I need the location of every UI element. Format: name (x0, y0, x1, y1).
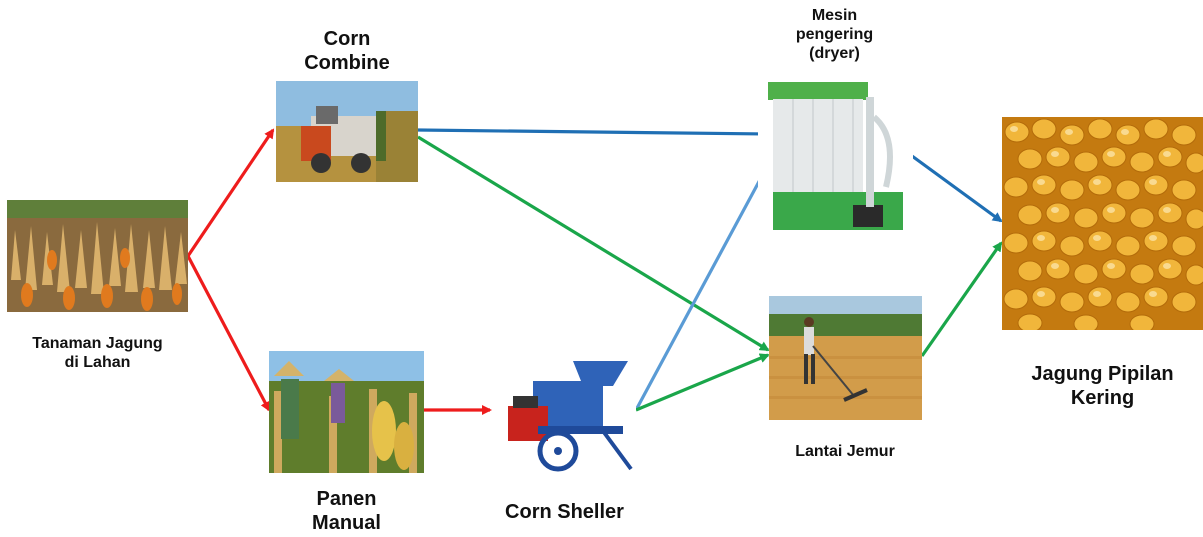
label-manual: Panen Manual (312, 488, 381, 534)
label-combine: Corn Combine (304, 28, 390, 74)
arrow-sheller-to-floor (635, 353, 770, 412)
arrow-combine-to-floor (417, 135, 770, 352)
arrow-sheller-to-dryer (634, 161, 771, 411)
label-sheller: Corn Sheller (505, 501, 624, 523)
arrow-field-to-combine (186, 128, 275, 257)
arrow-combine-to-dryer (417, 128, 770, 139)
corn-sheller-image (493, 351, 636, 473)
corn-kernels-image (1002, 117, 1203, 330)
arrow-floor-to-kernels (920, 241, 1003, 357)
label-floor: Lantai Jemur (795, 443, 895, 460)
label-dryer: Mesin pengering (dryer) (795, 7, 874, 62)
dryer-image (758, 77, 913, 235)
corn-field-image (7, 200, 188, 312)
manual-harvest-image (269, 351, 424, 473)
label-kernels: Jagung Pipilan Kering (1031, 363, 1174, 409)
label-field: Tanaman Jagung di Lahan (32, 335, 163, 371)
arrow-dryer-to-kernels (911, 154, 1003, 223)
arrow-field-to-manual (186, 255, 271, 412)
drying-floor-image (769, 296, 922, 420)
corn-combine-image (276, 81, 418, 182)
